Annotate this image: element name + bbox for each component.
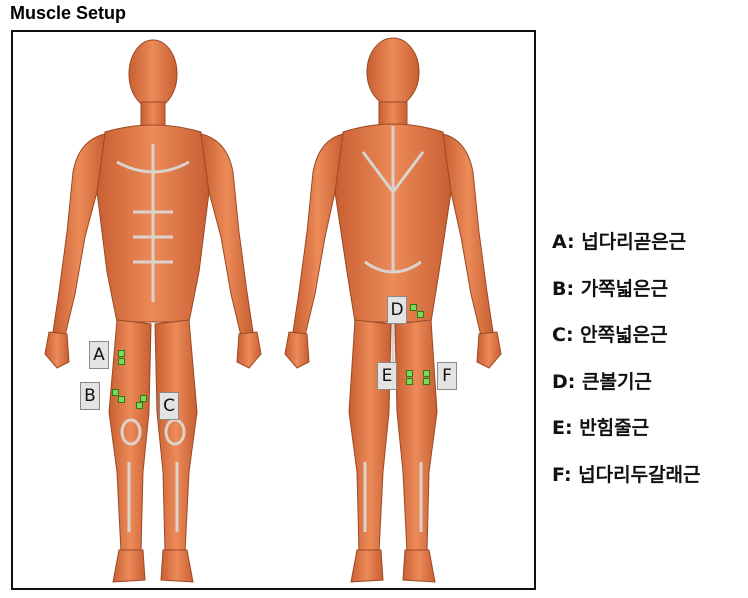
legend-item-b: B: 가쪽넓은근 <box>552 275 701 322</box>
marker-e[interactable]: E <box>377 362 397 390</box>
electrode-f-1 <box>423 370 430 377</box>
legend-item-a: A: 넙다리곧은근 <box>552 228 701 275</box>
muscle-legend: A: 넙다리곧은근 B: 가쪽넓은근 C: 안쪽넓은근 D: 큰볼기근 E: 반… <box>552 228 701 507</box>
anatomy-illustration <box>13 32 534 588</box>
electrode-e-2 <box>406 378 413 385</box>
electrode-b-1 <box>112 389 119 396</box>
page-title: Muscle Setup <box>10 3 126 24</box>
electrode-c-2 <box>136 402 143 409</box>
legend-item-e: E: 반힘줄근 <box>552 414 701 461</box>
electrode-d-2 <box>417 311 424 318</box>
electrode-d-1 <box>410 304 417 311</box>
electrode-e-1 <box>406 370 413 377</box>
electrode-f-2 <box>423 378 430 385</box>
marker-f[interactable]: F <box>437 362 457 390</box>
marker-a[interactable]: A <box>89 341 109 369</box>
marker-d[interactable]: D <box>387 296 407 324</box>
legend-item-d: D: 큰볼기근 <box>552 368 701 415</box>
electrode-b-2 <box>118 396 125 403</box>
legend-item-f: F: 넙다리두갈래근 <box>552 461 701 508</box>
marker-b[interactable]: B <box>80 382 100 410</box>
electrode-c-1 <box>140 395 147 402</box>
electrode-a-1 <box>118 350 125 357</box>
anatomy-figure-panel: A B C D E F <box>11 30 536 590</box>
front-body-figure <box>45 40 261 582</box>
legend-item-c: C: 안쪽넓은근 <box>552 321 701 368</box>
electrode-a-2 <box>118 358 125 365</box>
marker-c[interactable]: C <box>159 392 179 420</box>
